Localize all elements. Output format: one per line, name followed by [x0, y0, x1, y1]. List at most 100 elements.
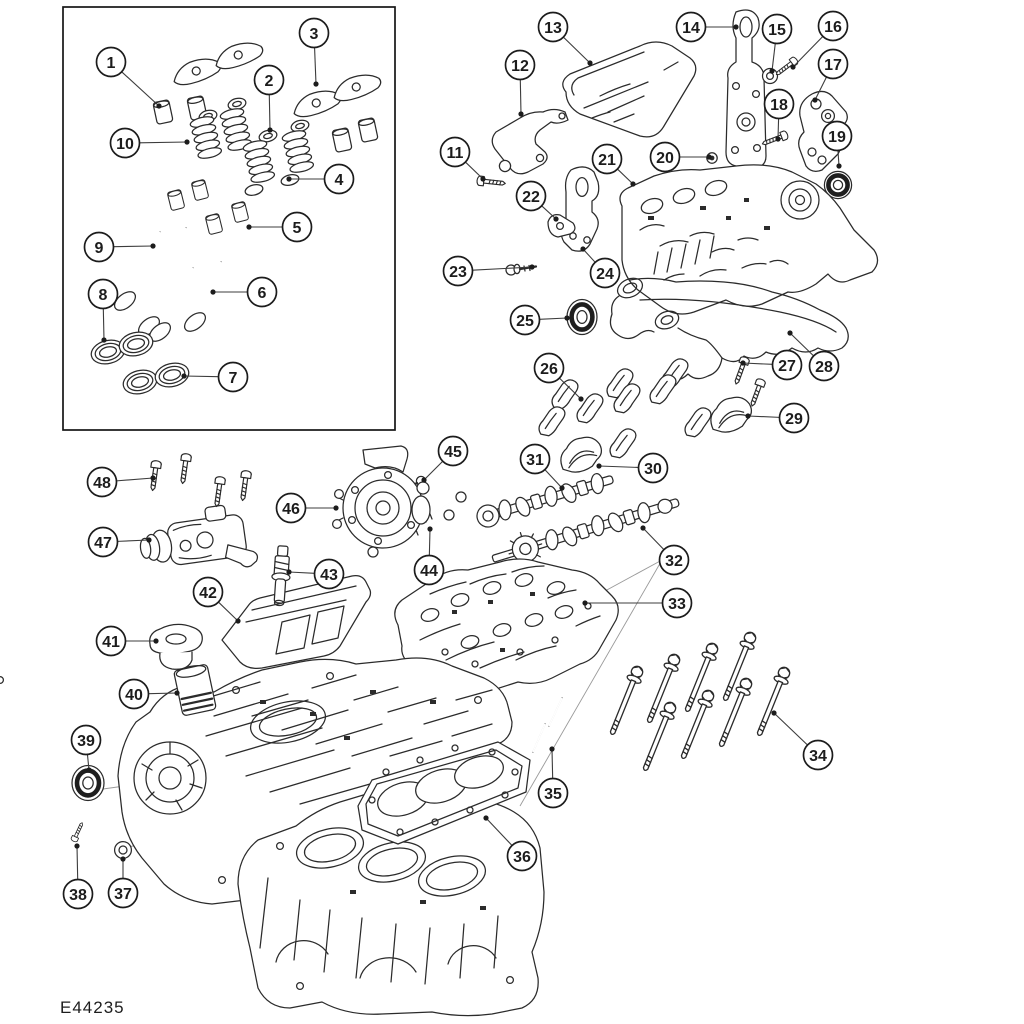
callout-circle — [591, 143, 623, 175]
callout-14: 14 — [675, 11, 739, 43]
callout-20: 20 — [649, 141, 712, 173]
callout-leader-dot — [769, 68, 775, 74]
callout-leader-dot — [150, 475, 156, 481]
callout-circle — [246, 276, 278, 308]
callout-26: 26 — [533, 352, 584, 402]
callout-leader-dot — [74, 843, 80, 849]
callout-number: 41 — [102, 634, 120, 651]
callout-leader-line — [86, 754, 90, 771]
callout-leader-line — [519, 79, 522, 115]
strap-24-sketch — [560, 166, 600, 252]
plug-37-sketch — [113, 840, 133, 860]
pump-46-sketch — [331, 445, 431, 558]
callout-leader-dot — [518, 111, 524, 117]
callout-number: 20 — [656, 150, 674, 167]
cover-gasket-sketch — [609, 277, 849, 381]
callout-number: 34 — [809, 748, 827, 765]
callout-leader-line — [773, 712, 808, 746]
callout-circle — [658, 544, 690, 576]
engine-lower-block-sketch — [237, 786, 545, 1017]
callout-18: 18 — [763, 88, 795, 142]
callout-circle — [95, 46, 127, 78]
callout-circle — [313, 558, 345, 590]
callout-circle — [778, 402, 810, 434]
callout-3: 3 — [298, 17, 330, 87]
callout-number: 47 — [94, 535, 112, 552]
callout-circle — [509, 304, 541, 336]
callout-number: 30 — [644, 461, 662, 478]
callout-27: 27 — [740, 349, 803, 381]
callout-circle — [537, 11, 569, 43]
callout-9: 9 — [83, 231, 156, 263]
callout-circle — [533, 352, 565, 384]
thermostat-47-sketch — [139, 504, 259, 568]
callout-number: 27 — [778, 358, 796, 375]
callout-leader-line — [771, 43, 776, 72]
callout-leader-dot — [745, 413, 751, 419]
callout-leader-line — [314, 47, 317, 85]
callout-circle — [298, 17, 330, 49]
callout-circle — [515, 180, 547, 212]
callout-leader-dot — [333, 505, 339, 511]
callout-leader-line — [268, 94, 271, 131]
callout-leader-line — [288, 571, 315, 574]
callout-leader-dot — [640, 525, 646, 531]
callout-12: 12 — [504, 49, 536, 117]
callout-number: 7 — [229, 370, 238, 387]
callout-leader-line — [116, 477, 154, 482]
callout-number: 46 — [282, 501, 300, 518]
callout-leader-line — [582, 248, 596, 263]
callout-number: 45 — [444, 444, 462, 461]
camshaft-intake-sketch — [476, 473, 614, 528]
callout-circle — [808, 350, 840, 382]
callout-45: 45 — [421, 435, 469, 483]
callout-number: 23 — [449, 264, 467, 281]
callout-leader-dot — [146, 537, 152, 543]
callout-11: 11 — [439, 136, 486, 182]
callout-34: 34 — [771, 710, 834, 771]
callout-leader-dot — [733, 24, 739, 30]
callout-42: 42 — [192, 576, 241, 624]
callout-number: 14 — [682, 20, 700, 37]
callout-leader-line — [76, 845, 79, 880]
callout-6: 6 — [210, 276, 278, 308]
callout-30: 30 — [596, 452, 669, 484]
callout-leader-dot — [286, 569, 292, 575]
callout-1: 1 — [95, 46, 162, 109]
callout-leader-dot — [771, 710, 777, 716]
head-studs-sketch — [532, 697, 563, 753]
callout-leader-line — [539, 317, 568, 320]
callout-number: 2 — [265, 73, 274, 90]
callout-leader-line — [113, 245, 154, 248]
callout-leader-dot — [313, 81, 319, 87]
callout-circle — [217, 361, 249, 393]
callout-35: 35 — [537, 746, 569, 809]
callout-leader-dot — [267, 127, 273, 133]
callout-circle — [109, 127, 141, 159]
bolts-48-sketch — [147, 452, 253, 508]
callout-circle — [537, 777, 569, 809]
callout-leader-dot — [153, 638, 159, 644]
cap-bolt-sketch — [747, 377, 767, 409]
callout-number: 17 — [824, 57, 842, 74]
cover-42-sketch — [221, 575, 372, 669]
callout-circle — [442, 255, 474, 287]
bracket-12-sketch — [491, 108, 569, 175]
callout-number: 24 — [596, 266, 614, 283]
callout-number: 1 — [107, 55, 116, 72]
callout-circle — [589, 257, 621, 289]
callout-circle — [437, 435, 469, 467]
mount-bracket-sketch — [725, 9, 767, 169]
callout-leader-line — [617, 168, 634, 185]
callout-21: 21 — [591, 143, 636, 187]
callout-leader-dot — [101, 337, 107, 343]
callout-leader-dot — [181, 373, 187, 379]
callout-16: 16 — [790, 10, 849, 70]
callout-number: 28 — [815, 359, 833, 376]
callout-leader-line — [563, 36, 591, 64]
callout-4: 4 — [286, 163, 355, 195]
callout-leader-line — [465, 161, 484, 180]
callout-number: 40 — [125, 687, 143, 704]
callout-leader-dot — [184, 139, 190, 145]
